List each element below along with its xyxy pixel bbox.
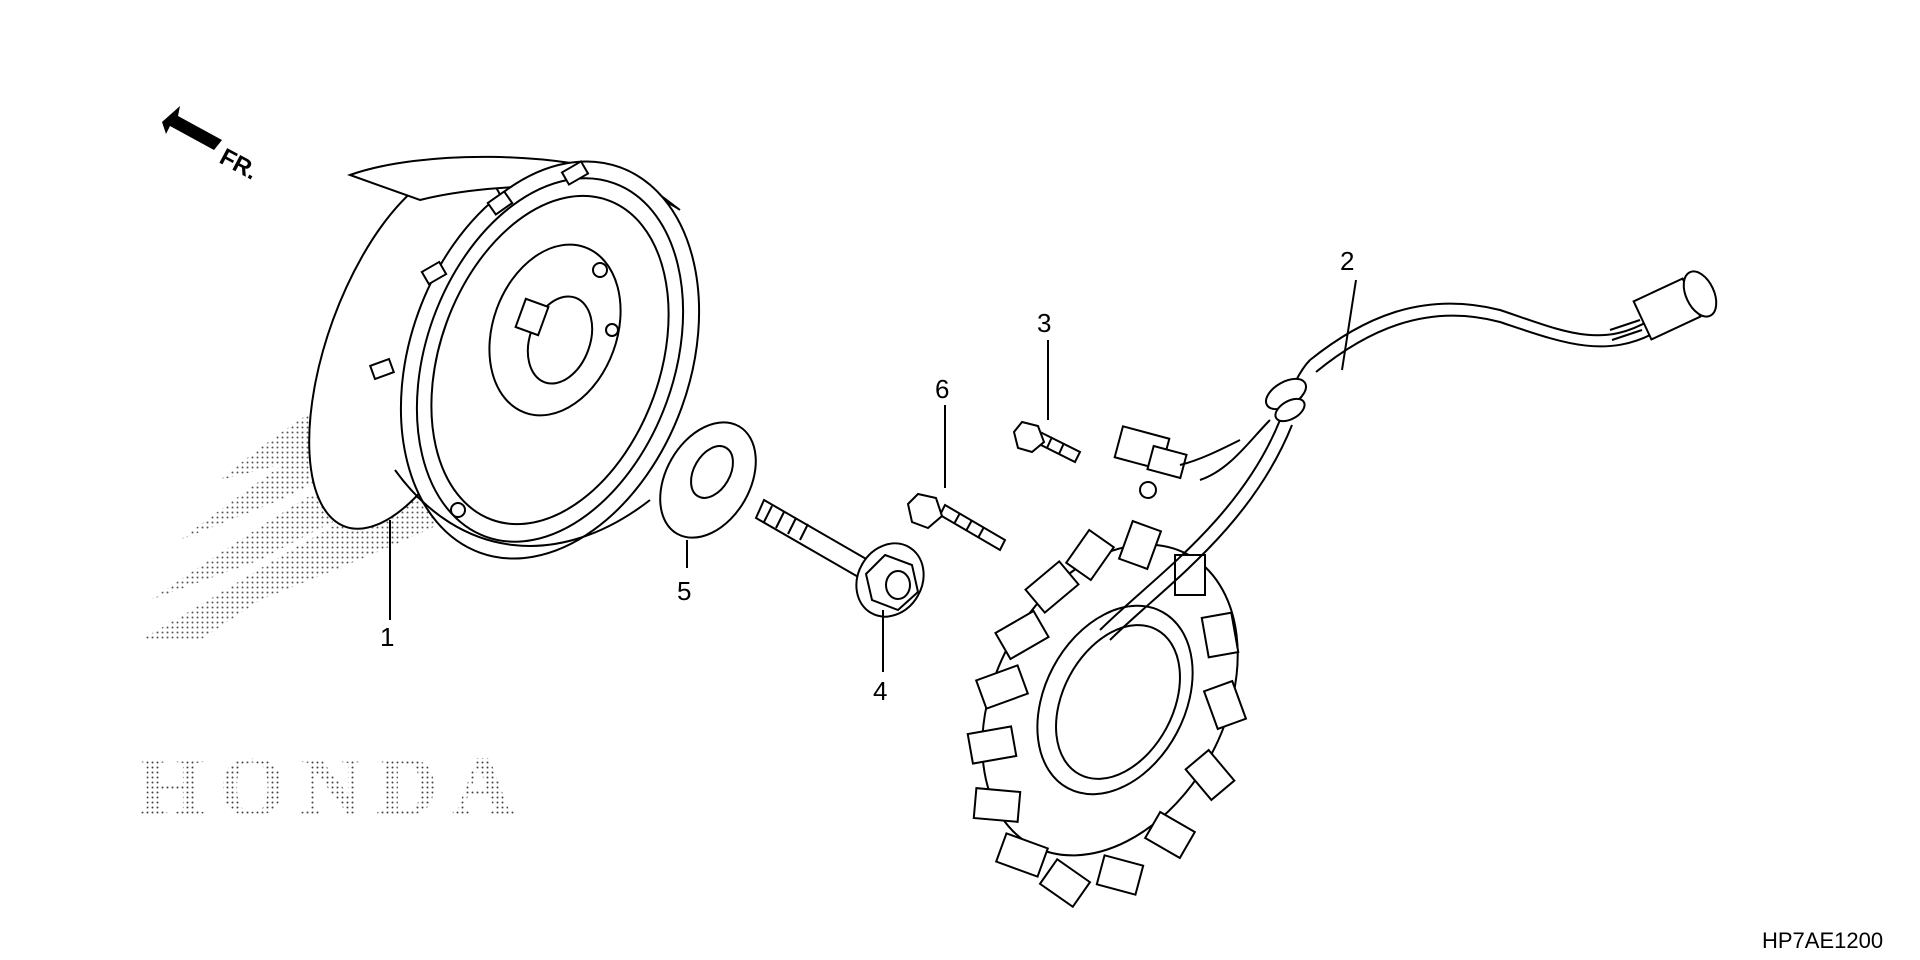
callout-4: 4: [873, 676, 887, 706]
honda-watermark-text: HONDA: [138, 738, 528, 834]
short-bolt-part: [1012, 420, 1082, 464]
flange-bolt-part: [754, 498, 925, 618]
stator-part: [966, 270, 1718, 909]
front-direction-label: FR.: [215, 143, 262, 185]
flywheel-part: [308, 155, 701, 560]
leader-lines: [389, 279, 1357, 672]
diagram-code: HP7AE1200: [1762, 928, 1883, 953]
front-direction-arrow-icon: [162, 106, 222, 150]
callout-3: 3: [1037, 308, 1051, 338]
washer-part: [659, 421, 757, 539]
callout-2: 2: [1340, 246, 1354, 276]
callout-6: 6: [935, 374, 949, 404]
callout-1: 1: [380, 622, 394, 652]
callout-5: 5: [677, 576, 691, 606]
small-bolt-part: [906, 492, 1007, 552]
